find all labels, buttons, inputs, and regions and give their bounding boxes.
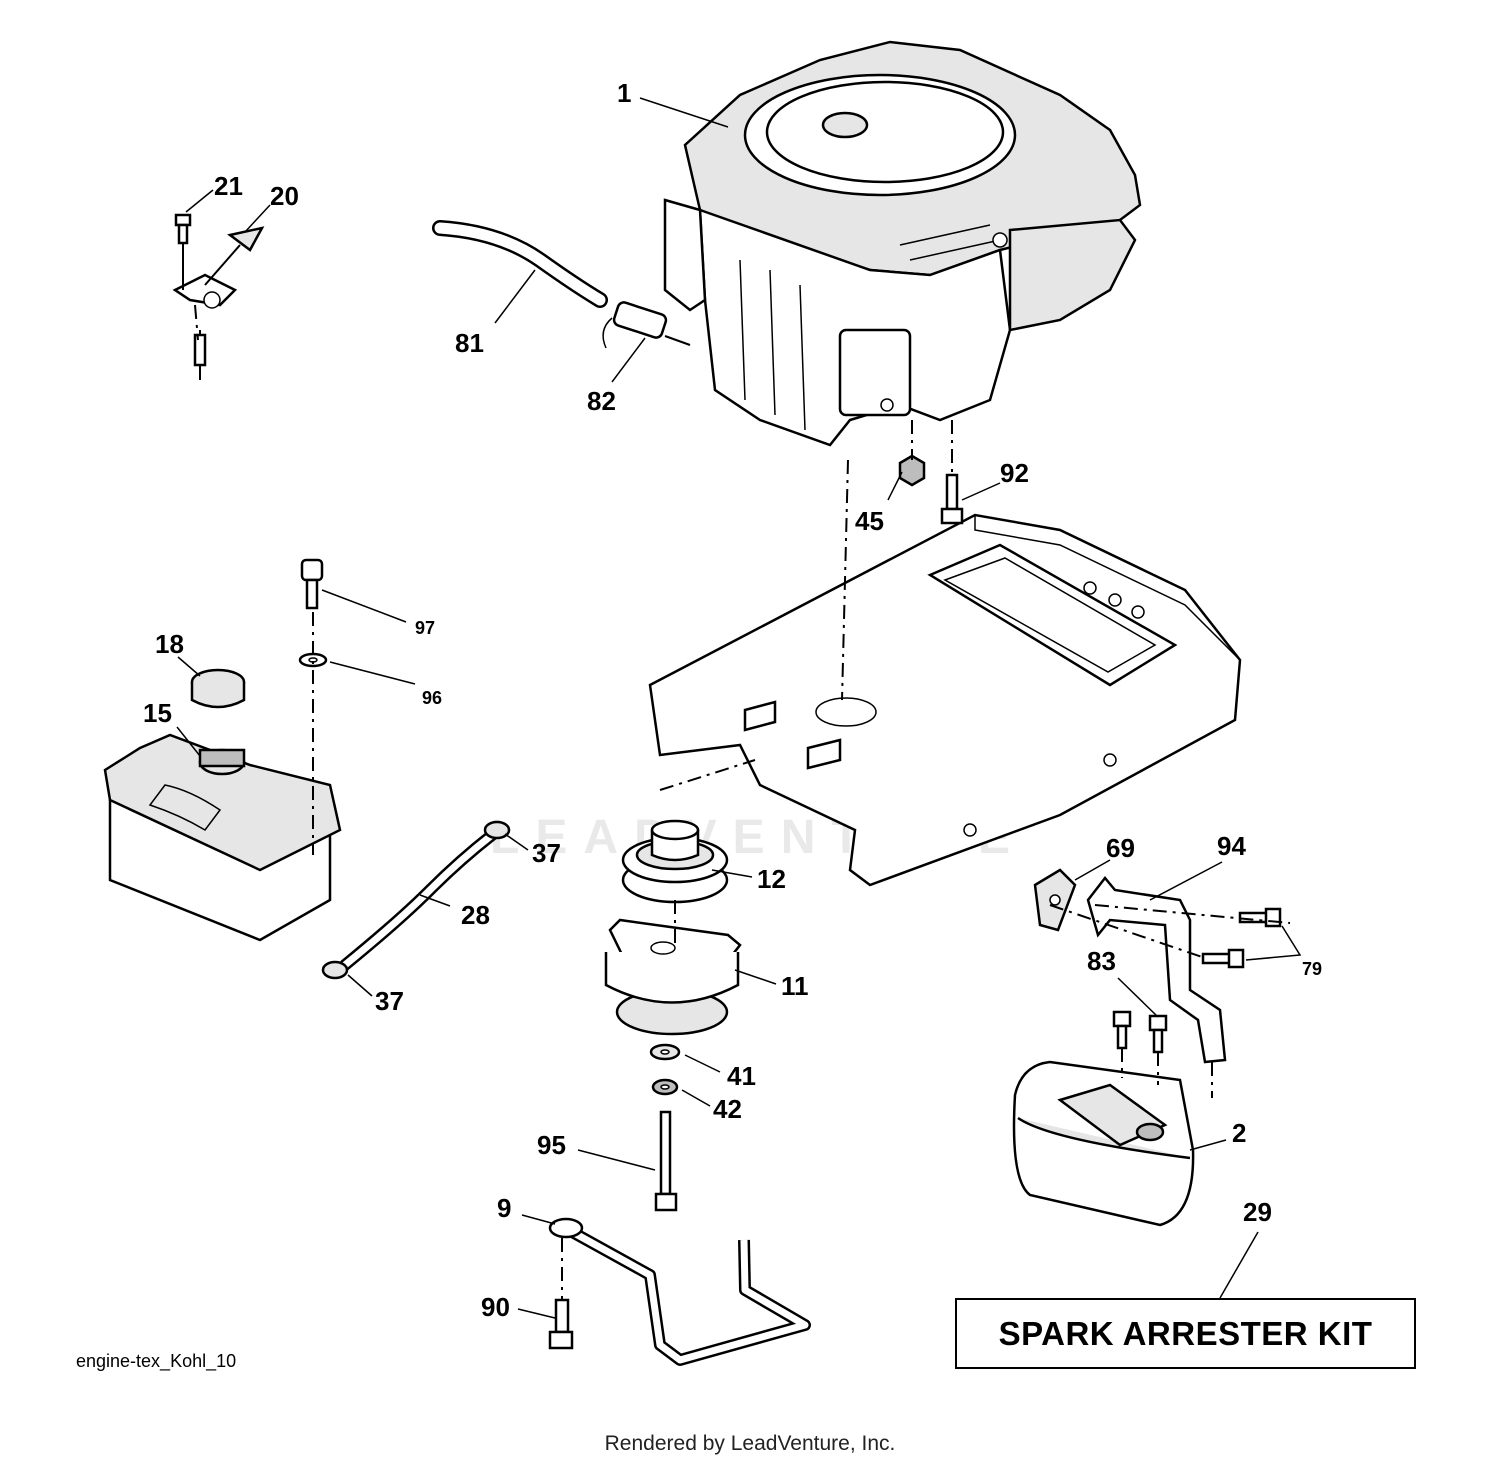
spark-arrester-kit-box[interactable]: SPARK ARRESTER KIT [955,1298,1416,1369]
callout-92: 92 [1000,458,1029,488]
callout-79: 79 [1302,959,1322,979]
throttle-control-part[interactable] [172,226,265,380]
bolt-part[interactable] [1201,948,1245,969]
bolt-part[interactable] [1238,907,1282,928]
callout-96: 96 [422,688,442,708]
fuel-tank-part[interactable] [103,733,342,942]
gasket-part[interactable] [1033,868,1077,932]
washer-part[interactable] [298,652,328,668]
diagram-code: engine-tex_Kohl_10 [76,1351,237,1371]
washer-part[interactable] [651,1078,679,1096]
bolt-part[interactable] [174,213,192,245]
nut-part[interactable] [898,454,926,487]
callout-90: 90 [481,1292,510,1322]
callout-11: 11 [781,971,809,1001]
bolt-part[interactable] [1112,1010,1132,1050]
callout-81: 81 [455,328,484,358]
muffler-part[interactable] [1012,1060,1195,1227]
callout-20: 20 [270,181,299,211]
callout-97: 97 [415,618,435,638]
callout-83: 83 [1087,946,1116,976]
callout-9: 9 [497,1193,511,1223]
callout-28: 28 [461,900,490,930]
callout-41: 41 [727,1061,756,1091]
callout-69: 69 [1106,833,1135,863]
callout-37-top: 37 [532,838,561,868]
fuel-cap-part[interactable] [190,668,246,709]
exhaust-pipe-part[interactable] [1086,876,1227,1064]
callout-37-bottom: 37 [375,986,404,1016]
callout-21: 21 [214,171,243,201]
callout-2: 2 [1232,1118,1246,1148]
hose-clamp-part[interactable] [483,820,511,840]
fuel-filter-part[interactable] [602,301,691,349]
callout-1: 1 [617,78,631,108]
pto-clutch-part[interactable] [604,918,742,1036]
credit-text: Rendered by LeadVenture, Inc. [604,1432,896,1455]
callout-29: 29 [1243,1197,1272,1227]
callout-42: 42 [713,1094,742,1124]
bolt-part[interactable] [548,1298,574,1350]
screw-part[interactable] [300,558,324,610]
callout-45: 45 [855,506,884,536]
callout-82: 82 [587,386,616,416]
bolt-part[interactable] [1148,1014,1168,1054]
bolt-part[interactable] [940,473,964,525]
callout-94: 94 [1217,831,1246,861]
frame-part[interactable] [648,513,1242,887]
callout-15: 15 [143,698,172,728]
callout-12: 12 [757,864,786,894]
pulley-part[interactable] [621,819,729,904]
bolt-part[interactable] [654,1110,678,1212]
engine-part[interactable] [663,40,1142,447]
fuel-hose-part[interactable] [339,829,498,971]
washer-part[interactable] [649,1043,681,1061]
callout-18: 18 [155,629,184,659]
callout-95: 95 [537,1130,566,1160]
hose-clamp-part[interactable] [321,960,349,980]
rod-part[interactable] [548,1217,811,1366]
fuel-line-part[interactable] [432,220,608,308]
